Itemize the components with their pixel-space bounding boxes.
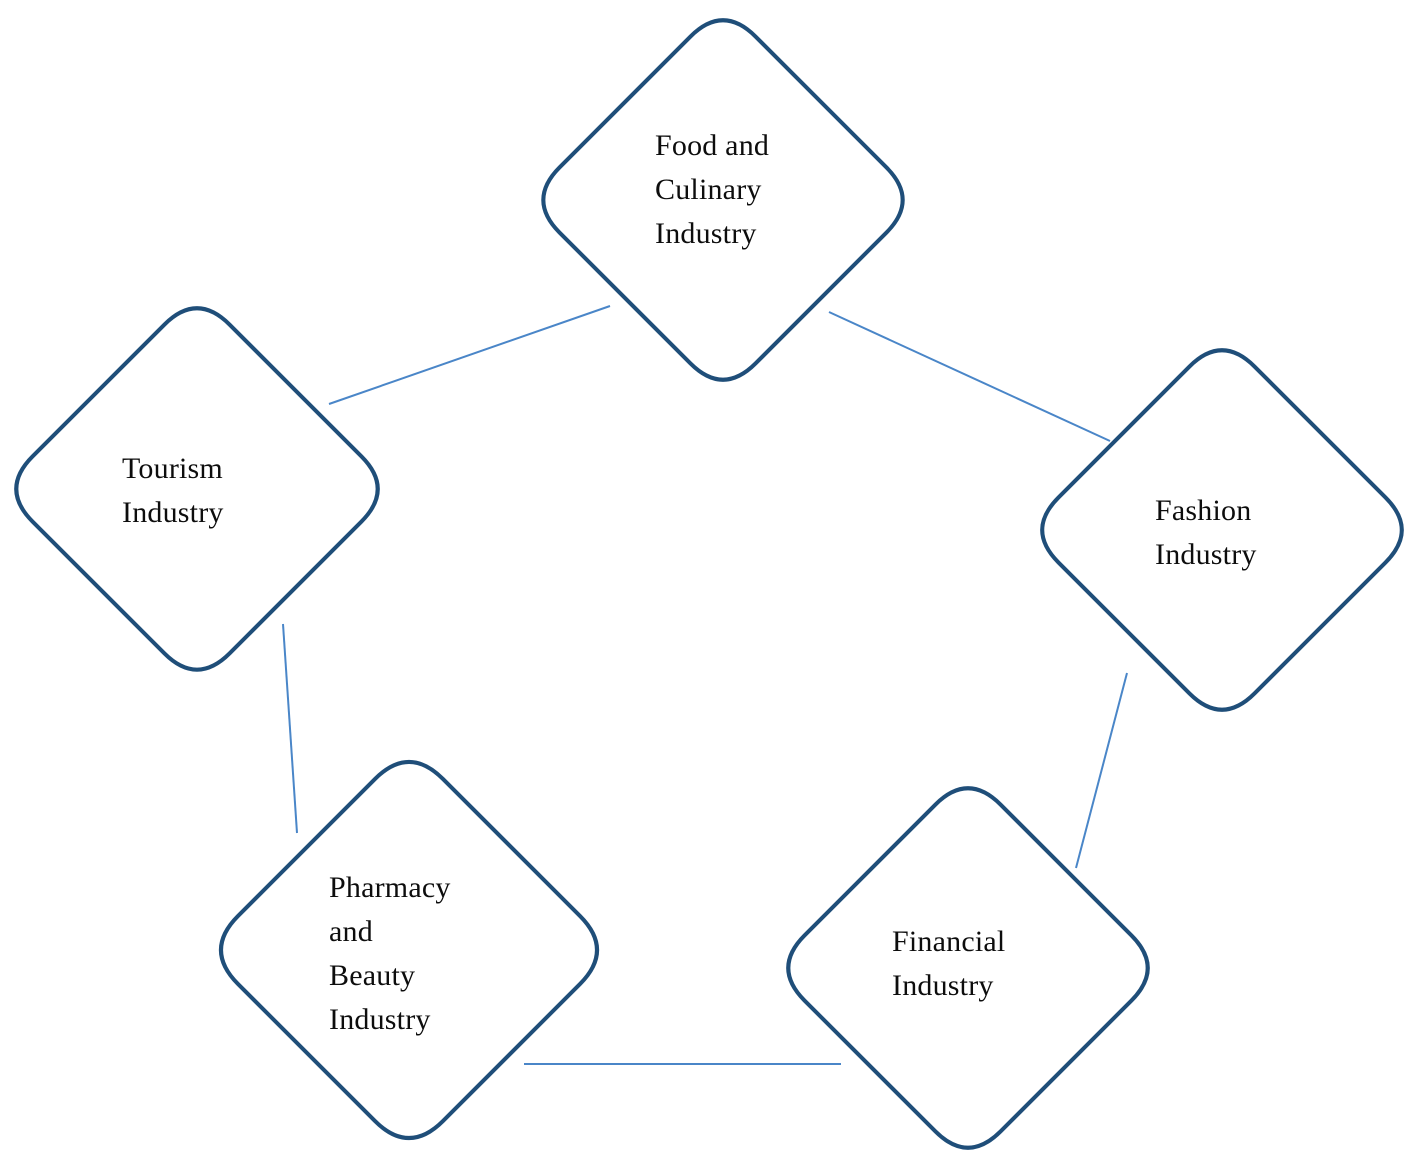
node-shape-tourism-industry[interactable] <box>14 306 380 672</box>
node-shape-financial-industry[interactable] <box>786 786 1150 1150</box>
node-shape-pharmacy-and-beauty-industry[interactable] <box>218 759 600 1141</box>
node-shape-fashion-industry[interactable] <box>1040 348 1404 712</box>
connector-pharmacy-to-tourism <box>282 623 298 834</box>
connector-fashion-to-financial <box>1075 672 1128 869</box>
connector-layer <box>282 305 1128 1065</box>
node-shape-food-and-culinary-industry[interactable] <box>541 18 905 382</box>
node-shape-layer <box>14 18 1404 1150</box>
connector-food-to-fashion <box>828 311 1111 442</box>
connector-tourism-to-food <box>328 305 611 405</box>
